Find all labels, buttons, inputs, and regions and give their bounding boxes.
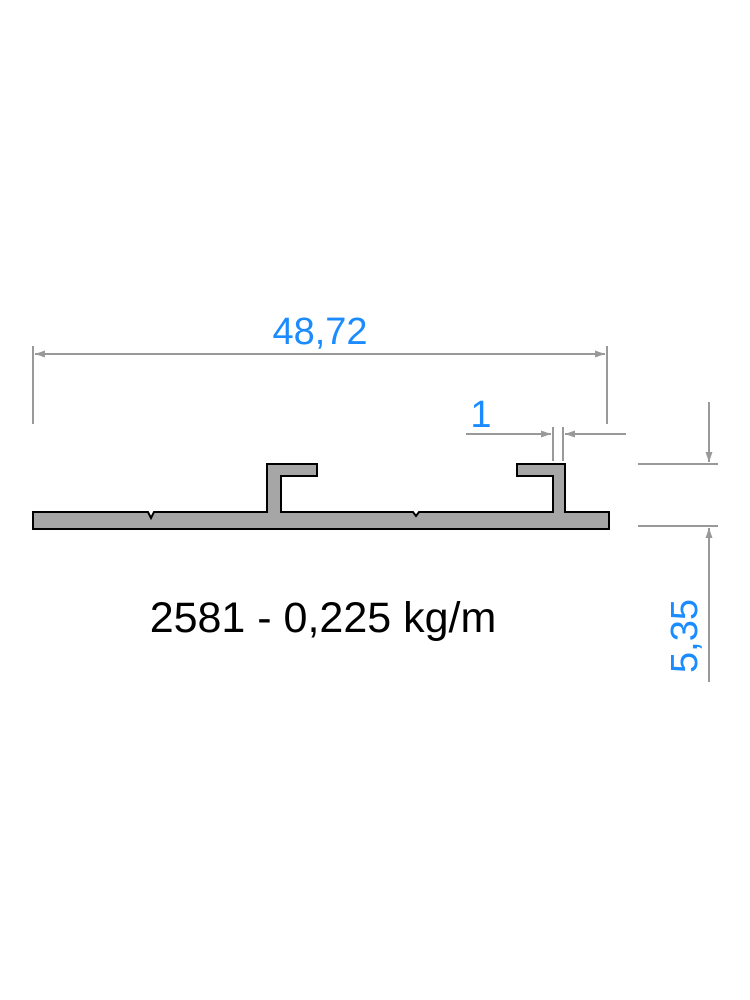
height-dimension: 5,35 xyxy=(638,402,718,682)
profile-cross-section xyxy=(32,463,610,530)
height-label: 5,35 xyxy=(664,599,706,673)
overall-width-label: 48,72 xyxy=(272,311,367,353)
wall-thickness-dimension: 1 xyxy=(466,394,626,461)
overall-width-dimension: 48,72 xyxy=(32,311,608,424)
wall-thickness-label: 1 xyxy=(470,394,491,436)
profile-caption: 2581 - 0,225 kg/m xyxy=(150,594,497,642)
